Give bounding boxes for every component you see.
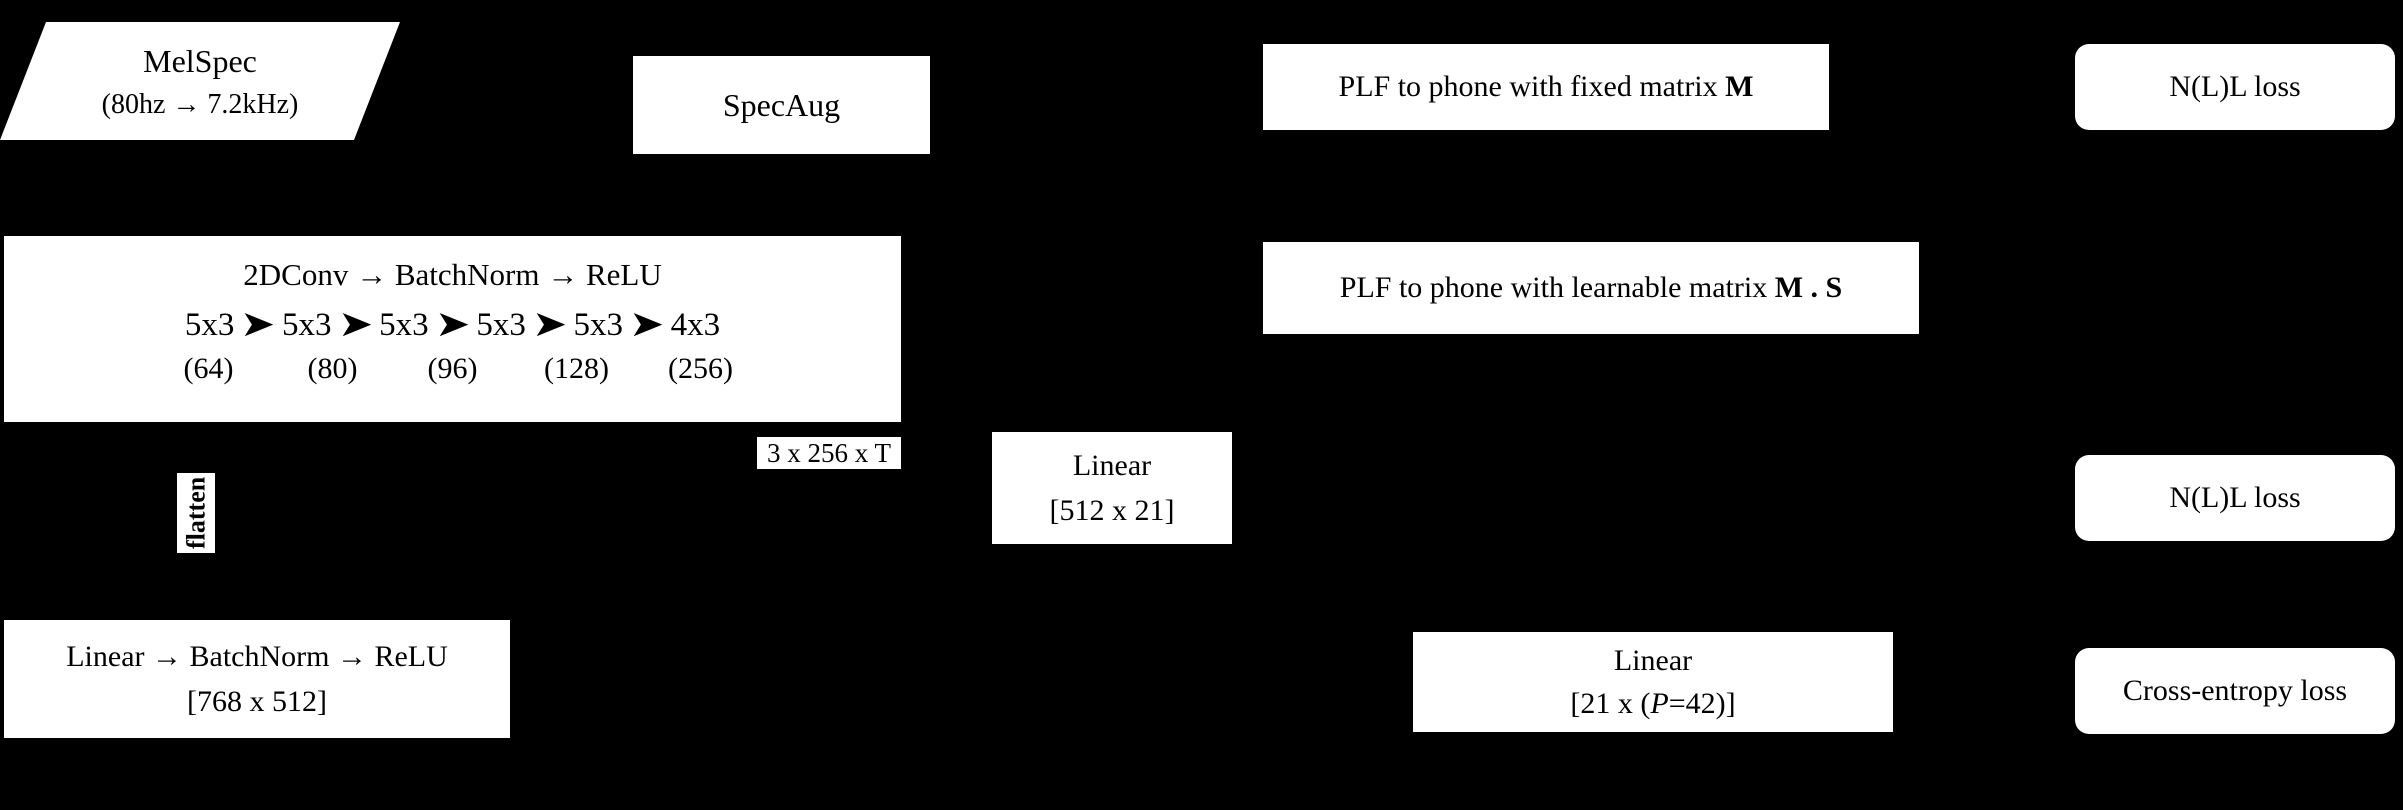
melspec-text-group: MelSpec (80hz → 7.2kHz) (0, 22, 400, 140)
tensor-shape-label: 3 x 256 x T (766, 437, 891, 468)
conv-kernel-2: 5x3 (379, 306, 429, 343)
conv-channel-2: (96) (427, 352, 478, 385)
arrow-right-icon: ➤ (339, 306, 372, 343)
conv-block-title: 2DConv → BatchNorm → ReLU (243, 257, 662, 292)
plf-fixed-matrix: M (1725, 70, 1754, 104)
tag-tensor-shape: 3 x 256 x T (757, 437, 901, 469)
linear-512x21-dims: [512 x 21] (1049, 494, 1175, 527)
node-loss-nll-mid[interactable]: N(L)L loss (2075, 455, 2395, 541)
conv-channel-4: (256) (668, 352, 733, 385)
conv-kernel-3: 5x3 (476, 306, 526, 343)
flatten-label: flatten (181, 476, 211, 550)
conv-channel-0: (64) (183, 352, 234, 385)
arrow-right-icon: ➤ (533, 306, 566, 343)
arrow-right-icon: ➤ (630, 306, 663, 343)
linear-21xP-title: Linear (1613, 643, 1693, 677)
node-melspec[interactable]: MelSpec (80hz → 7.2kHz) (0, 22, 400, 140)
conv-channel-1: (80) (307, 352, 358, 385)
arrow-right-icon: ➤ (242, 306, 275, 343)
conv-channel-row: (64) (80) (96) (128) (256) (145, 350, 761, 388)
conv-kernel-5: 4x3 (670, 306, 721, 343)
node-linear-768x512[interactable]: Linear → BatchNorm → ReLU [768 x 512] (4, 620, 510, 738)
node-conv-block[interactable]: 2DConv → BatchNorm → ReLU 5x3 ➤ 5x3 ➤ 5x… (4, 236, 901, 422)
node-plf-fixed[interactable]: PLF to phone with fixed matrix M (1263, 44, 1829, 130)
linear-768x512-dims: [768 x 512] (187, 685, 327, 718)
linear-512x21-title: Linear (1072, 448, 1152, 482)
linear-768x512-title: Linear → BatchNorm → ReLU (66, 639, 448, 673)
node-linear-512x21[interactable]: Linear [512 x 21] (992, 432, 1232, 544)
conv-kernel-row: 5x3 ➤ 5x3 ➤ 5x3 ➤ 5x3 ➤ 5x3 ➤ 4x3 (185, 305, 720, 346)
node-linear-21xP[interactable]: Linear [21 x (P=42)] (1413, 632, 1893, 732)
conv-kernel-0: 5x3 (184, 306, 235, 343)
plf-learnable-line: PLF to phone with learnable matrix M . S (1340, 269, 1842, 307)
plf-fixed-text: PLF to phone with fixed matrix (1338, 70, 1726, 104)
linear-21xP-dims: [21 x (P=42)] (1570, 685, 1735, 723)
node-plf-learnable[interactable]: PLF to phone with learnable matrix M . S (1263, 242, 1919, 334)
plf-learnable-matrix: M . S (1774, 271, 1843, 305)
linear-21xP-dims-suffix: =42)] (1668, 687, 1736, 720)
linear-21xP-dims-prefix: [21 x ( (1570, 687, 1651, 720)
conv-kernel-4: 5x3 (573, 306, 623, 343)
loss-nll-mid-label: N(L)L loss (2169, 481, 2301, 515)
melspec-parallelogram-shape (0, 22, 400, 140)
plf-fixed-line: PLF to phone with fixed matrix M (1339, 68, 1754, 106)
arrow-right-icon: ➤ (436, 306, 469, 343)
loss-nll-top-label: N(L)L loss (2169, 70, 2301, 104)
node-loss-cross-entropy[interactable]: Cross-entropy loss (2075, 648, 2395, 734)
melspec-range: (80hz → 7.2kHz) (101, 88, 299, 120)
loss-cross-entropy-label: Cross-entropy loss (2122, 674, 2348, 708)
plf-learnable-text: PLF to phone with learnable matrix (1339, 271, 1775, 305)
node-specaug[interactable]: SpecAug (633, 56, 930, 154)
conv-kernel-1: 5x3 (282, 306, 332, 343)
tag-flatten: flatten (177, 473, 215, 553)
specaug-label: SpecAug (722, 87, 841, 123)
linear-21xP-dims-symbol: P (1650, 687, 1669, 720)
node-loss-nll-top[interactable]: N(L)L loss (2075, 44, 2395, 130)
conv-channel-3: (128) (544, 352, 609, 385)
melspec-title: MelSpec (143, 42, 257, 79)
